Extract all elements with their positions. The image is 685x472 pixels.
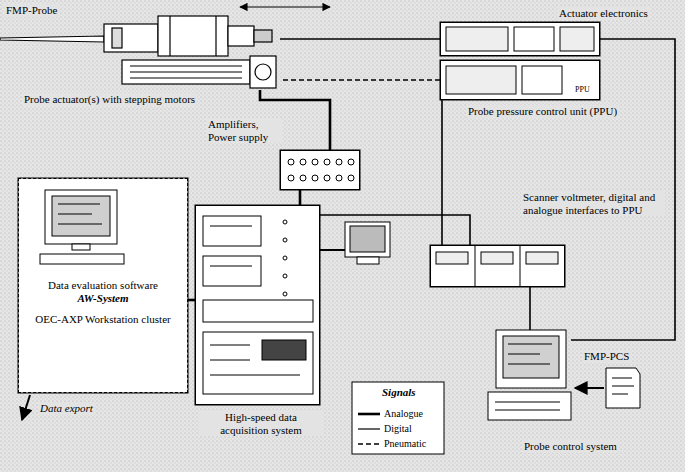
workstation-drawing [18, 178, 188, 393]
rack-unit-drawing [440, 22, 600, 100]
daq-rack: High-speed data acquisition system [195, 205, 320, 405]
scanner-drawing [430, 245, 565, 287]
device-marking: PPU [573, 85, 592, 94]
signal-line [441, 100, 443, 245]
text-column: Data evaluation softwareAW-SystemOEC-AXP… [27, 279, 179, 327]
export-arrow [22, 395, 30, 420]
control-wire [571, 39, 675, 340]
signal-line [280, 38, 440, 40]
component-label: Actuator electronics [557, 7, 650, 20]
legend-sample [358, 413, 380, 416]
legend-text: Pneumatic [384, 438, 426, 449]
component-label: High-speed data acquisition system [199, 411, 323, 436]
system-label: FMP-PCS [582, 350, 631, 363]
legend-text: Analogue [384, 408, 423, 419]
legend-title: Signals [382, 386, 416, 399]
legend-text: Digital [384, 423, 412, 434]
legend-sample [358, 428, 380, 429]
probe-actuator-group: FMP-ProbeProbe actuator(s) with stepping… [100, 8, 280, 90]
software-name: AW-System [27, 292, 179, 305]
software-label: Data evaluation software [27, 279, 179, 292]
legend-frame [352, 382, 444, 454]
component-label: Amplifiers, Power supply [206, 118, 282, 143]
probe-label: FMP-Probe [4, 4, 59, 17]
workstation-box: Data evaluation softwareAW-SystemOEC-AXP… [18, 178, 188, 393]
component-label: Scanner voltmeter, digital and analogue … [521, 191, 665, 216]
component-label: Probe pressure control unit (PPU) [466, 105, 619, 118]
computer-drawing [488, 330, 571, 420]
signal-line [280, 79, 440, 81]
monitor-drawing [320, 222, 390, 264]
probe-actuator-drawing [0, 7, 330, 88]
paper-input-drawing [575, 368, 640, 408]
amplifier-drawing [280, 150, 360, 190]
device-box: Actuator electronics [440, 22, 600, 56]
signal-line [529, 287, 531, 330]
signal-line [320, 215, 470, 245]
component-label: Probe control system [522, 440, 619, 453]
component-label: OEC-AXP Workstation cluster [27, 313, 179, 326]
signal-line [299, 190, 302, 205]
legend-sample [358, 443, 380, 445]
control-computer: FMP-PCSProbe control system [488, 330, 571, 420]
export-label: Data export [38, 402, 95, 415]
component-label: Probe actuator(s) with stepping motors [22, 93, 197, 106]
device-box: Amplifiers, Power supply [280, 150, 360, 190]
device-box: Probe pressure control unit (PPU)PPU [440, 60, 600, 100]
signal-line [188, 299, 195, 302]
device-box: Scanner voltmeter, digital and analogue … [430, 245, 565, 287]
daq-rack-drawing [195, 205, 320, 405]
